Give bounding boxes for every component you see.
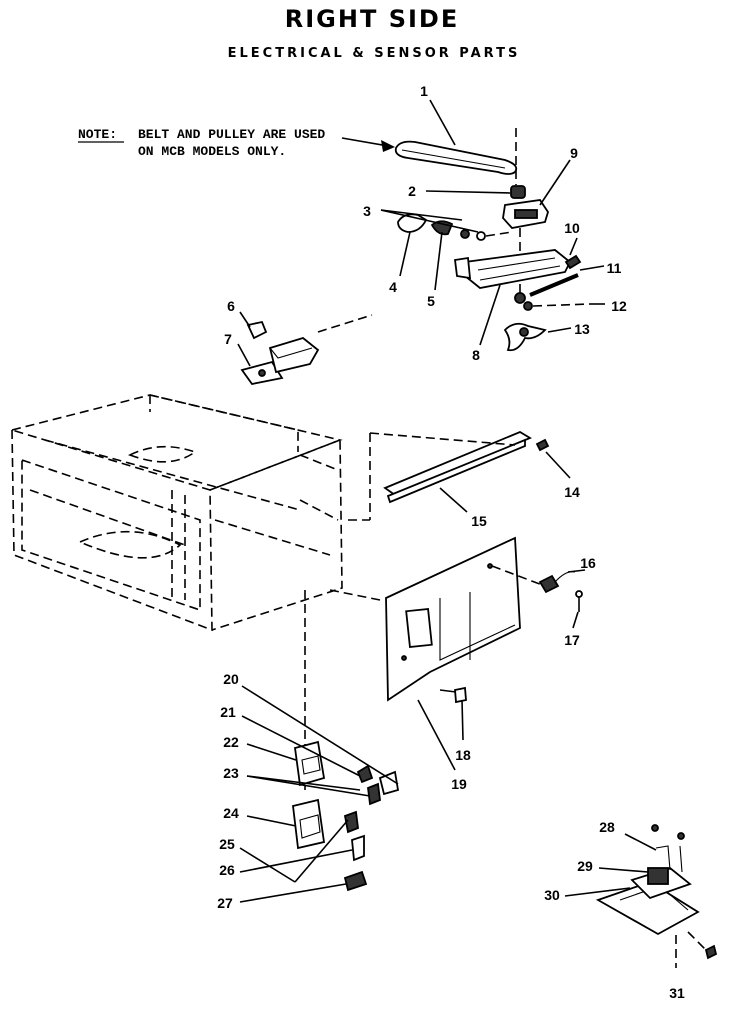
callout-30: 30 (544, 887, 560, 903)
relay-assembly (595, 824, 718, 968)
callout-27: 27 (217, 895, 233, 911)
callout-31: 31 (669, 985, 685, 1001)
callout-7: 7 (224, 331, 232, 347)
callout-18: 18 (455, 747, 471, 763)
note-line-1: BELT AND PULLEY ARE USED (138, 127, 325, 142)
page-subtitle: ELECTRICAL & SENSOR PARTS (228, 46, 521, 61)
callout-9: 9 (570, 145, 578, 161)
callout-23: 23 (223, 765, 239, 781)
callout-28: 28 (599, 819, 615, 835)
callout-10: 10 (564, 220, 580, 236)
callout-25: 25 (219, 836, 235, 852)
callout-17: 17 (564, 632, 580, 648)
callout-15: 15 (471, 513, 487, 529)
callout-29: 29 (577, 858, 593, 874)
pulley (510, 185, 526, 199)
side-panel (385, 536, 546, 704)
callout-8: 8 (472, 347, 480, 363)
note-line-2: ON MCB MODELS ONLY. (138, 144, 286, 159)
callout-1: 1 (420, 83, 428, 99)
callout-22: 22 (223, 734, 239, 750)
callout-20: 20 (223, 671, 239, 687)
rail-bracket (348, 430, 550, 521)
callout-6: 6 (227, 298, 235, 314)
callout-4: 4 (389, 279, 397, 295)
stirrer-motor-assembly (394, 128, 591, 352)
callout-16: 16 (580, 555, 596, 571)
callout-numbers: 1 2 3 4 5 6 7 8 9 10 11 12 13 14 15 16 1… (217, 83, 685, 1001)
callout-24: 24 (223, 805, 239, 821)
leader-lines (237, 99, 657, 903)
callout-3: 3 (363, 203, 371, 219)
page-title: RIGHT SIDE (285, 5, 459, 33)
callout-19: 19 (451, 776, 467, 792)
sensor (538, 571, 583, 612)
model-note: NOTE: BELT AND PULLEY ARE USED ON MCB MO… (78, 127, 395, 159)
callout-13: 13 (574, 321, 590, 337)
oven-cabinet (11, 394, 343, 632)
stirrer-blade (503, 322, 547, 352)
callout-12: 12 (611, 298, 627, 314)
thermal-cutout (240, 314, 373, 385)
callout-26: 26 (219, 862, 235, 878)
callout-11: 11 (607, 260, 622, 276)
belt (394, 140, 518, 175)
callout-21: 21 (220, 704, 236, 720)
callout-14: 14 (564, 484, 580, 500)
callout-2: 2 (408, 183, 416, 199)
interlock-switches (292, 740, 400, 892)
motor-bracket (464, 249, 572, 289)
callout-5: 5 (427, 293, 435, 309)
note-label: NOTE: (78, 127, 117, 142)
